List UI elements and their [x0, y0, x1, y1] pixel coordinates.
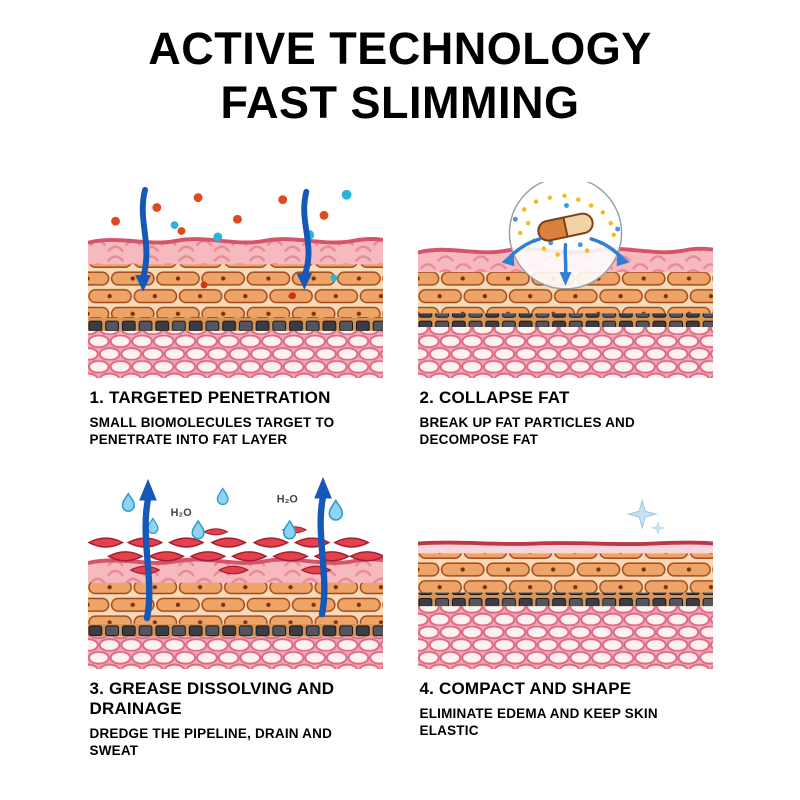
- illustration-collapse-fat: [417, 182, 713, 378]
- panel-title: 2. COLLAPSE FAT: [419, 388, 570, 407]
- panel-title: 4. COMPACT AND SHAPE: [419, 678, 632, 698]
- skin-layers: [87, 556, 383, 669]
- panel-description: SMALL BIOMOLECULES TARGET TO PENETRATE I…: [89, 415, 335, 448]
- skin-layers: [417, 540, 713, 669]
- panel-title: 1. TARGETED PENETRATION: [89, 388, 331, 407]
- down-arrow-icon: [295, 188, 312, 290]
- up-arrow-icon: [313, 476, 332, 617]
- sparkle-icon: [627, 499, 664, 534]
- skin-layers: [87, 237, 383, 378]
- panel-compact-shape: 4. COMPACT AND SHAPE ELIMINATE EDEMA AND…: [417, 473, 713, 760]
- dispersal-arrowheads: [501, 251, 629, 286]
- h2o-label: H₂O: [276, 493, 297, 505]
- up-arrow-icon: [138, 478, 157, 621]
- fat-capsule-icon: [536, 212, 594, 242]
- panel-collapse-fat: 2. COLLAPSE FAT BREAK UP FAT PARTICLES A…: [417, 182, 713, 449]
- down-arrow-icon: [134, 186, 151, 292]
- skin-layers: [417, 246, 713, 378]
- panel-description: DREDGE THE PIPELINE, DRAIN AND SWEAT: [89, 725, 333, 758]
- title-line-1: ACTIVE TECHNOLOGY: [148, 23, 652, 74]
- panel-description: ELIMINATE EDEMA AND KEEP SKIN ELASTIC: [419, 705, 658, 738]
- panel-description: BREAK UP FAT PARTICLES AND DECOMPOSE FAT: [419, 415, 635, 448]
- illustration-grease-dissolving: H₂O H₂O: [87, 476, 383, 669]
- panels-grid: 1. TARGETED PENETRATION SMALL BIOMOLECUL…: [87, 182, 713, 760]
- panel-grease-dissolving: H₂O H₂O 3. GREASE DISSOLVING AND DRAINAG…: [87, 473, 383, 760]
- h2o-label: H₂O: [170, 507, 191, 519]
- biomolecule-particles: [110, 189, 352, 300]
- page-title: ACTIVE TECHNOLOGY FAST SLIMMING: [0, 0, 800, 130]
- panel-title: 3. GREASE DISSOLVING AND DRAINAGE: [89, 678, 335, 718]
- title-line-2: FAST SLIMMING: [220, 77, 580, 128]
- illustration-compact-shape: [417, 499, 713, 669]
- water-droplet-icon: [121, 487, 343, 539]
- illustration-targeted-penetration: [87, 186, 383, 378]
- panel-targeted-penetration: 1. TARGETED PENETRATION SMALL BIOMOLECUL…: [87, 182, 383, 449]
